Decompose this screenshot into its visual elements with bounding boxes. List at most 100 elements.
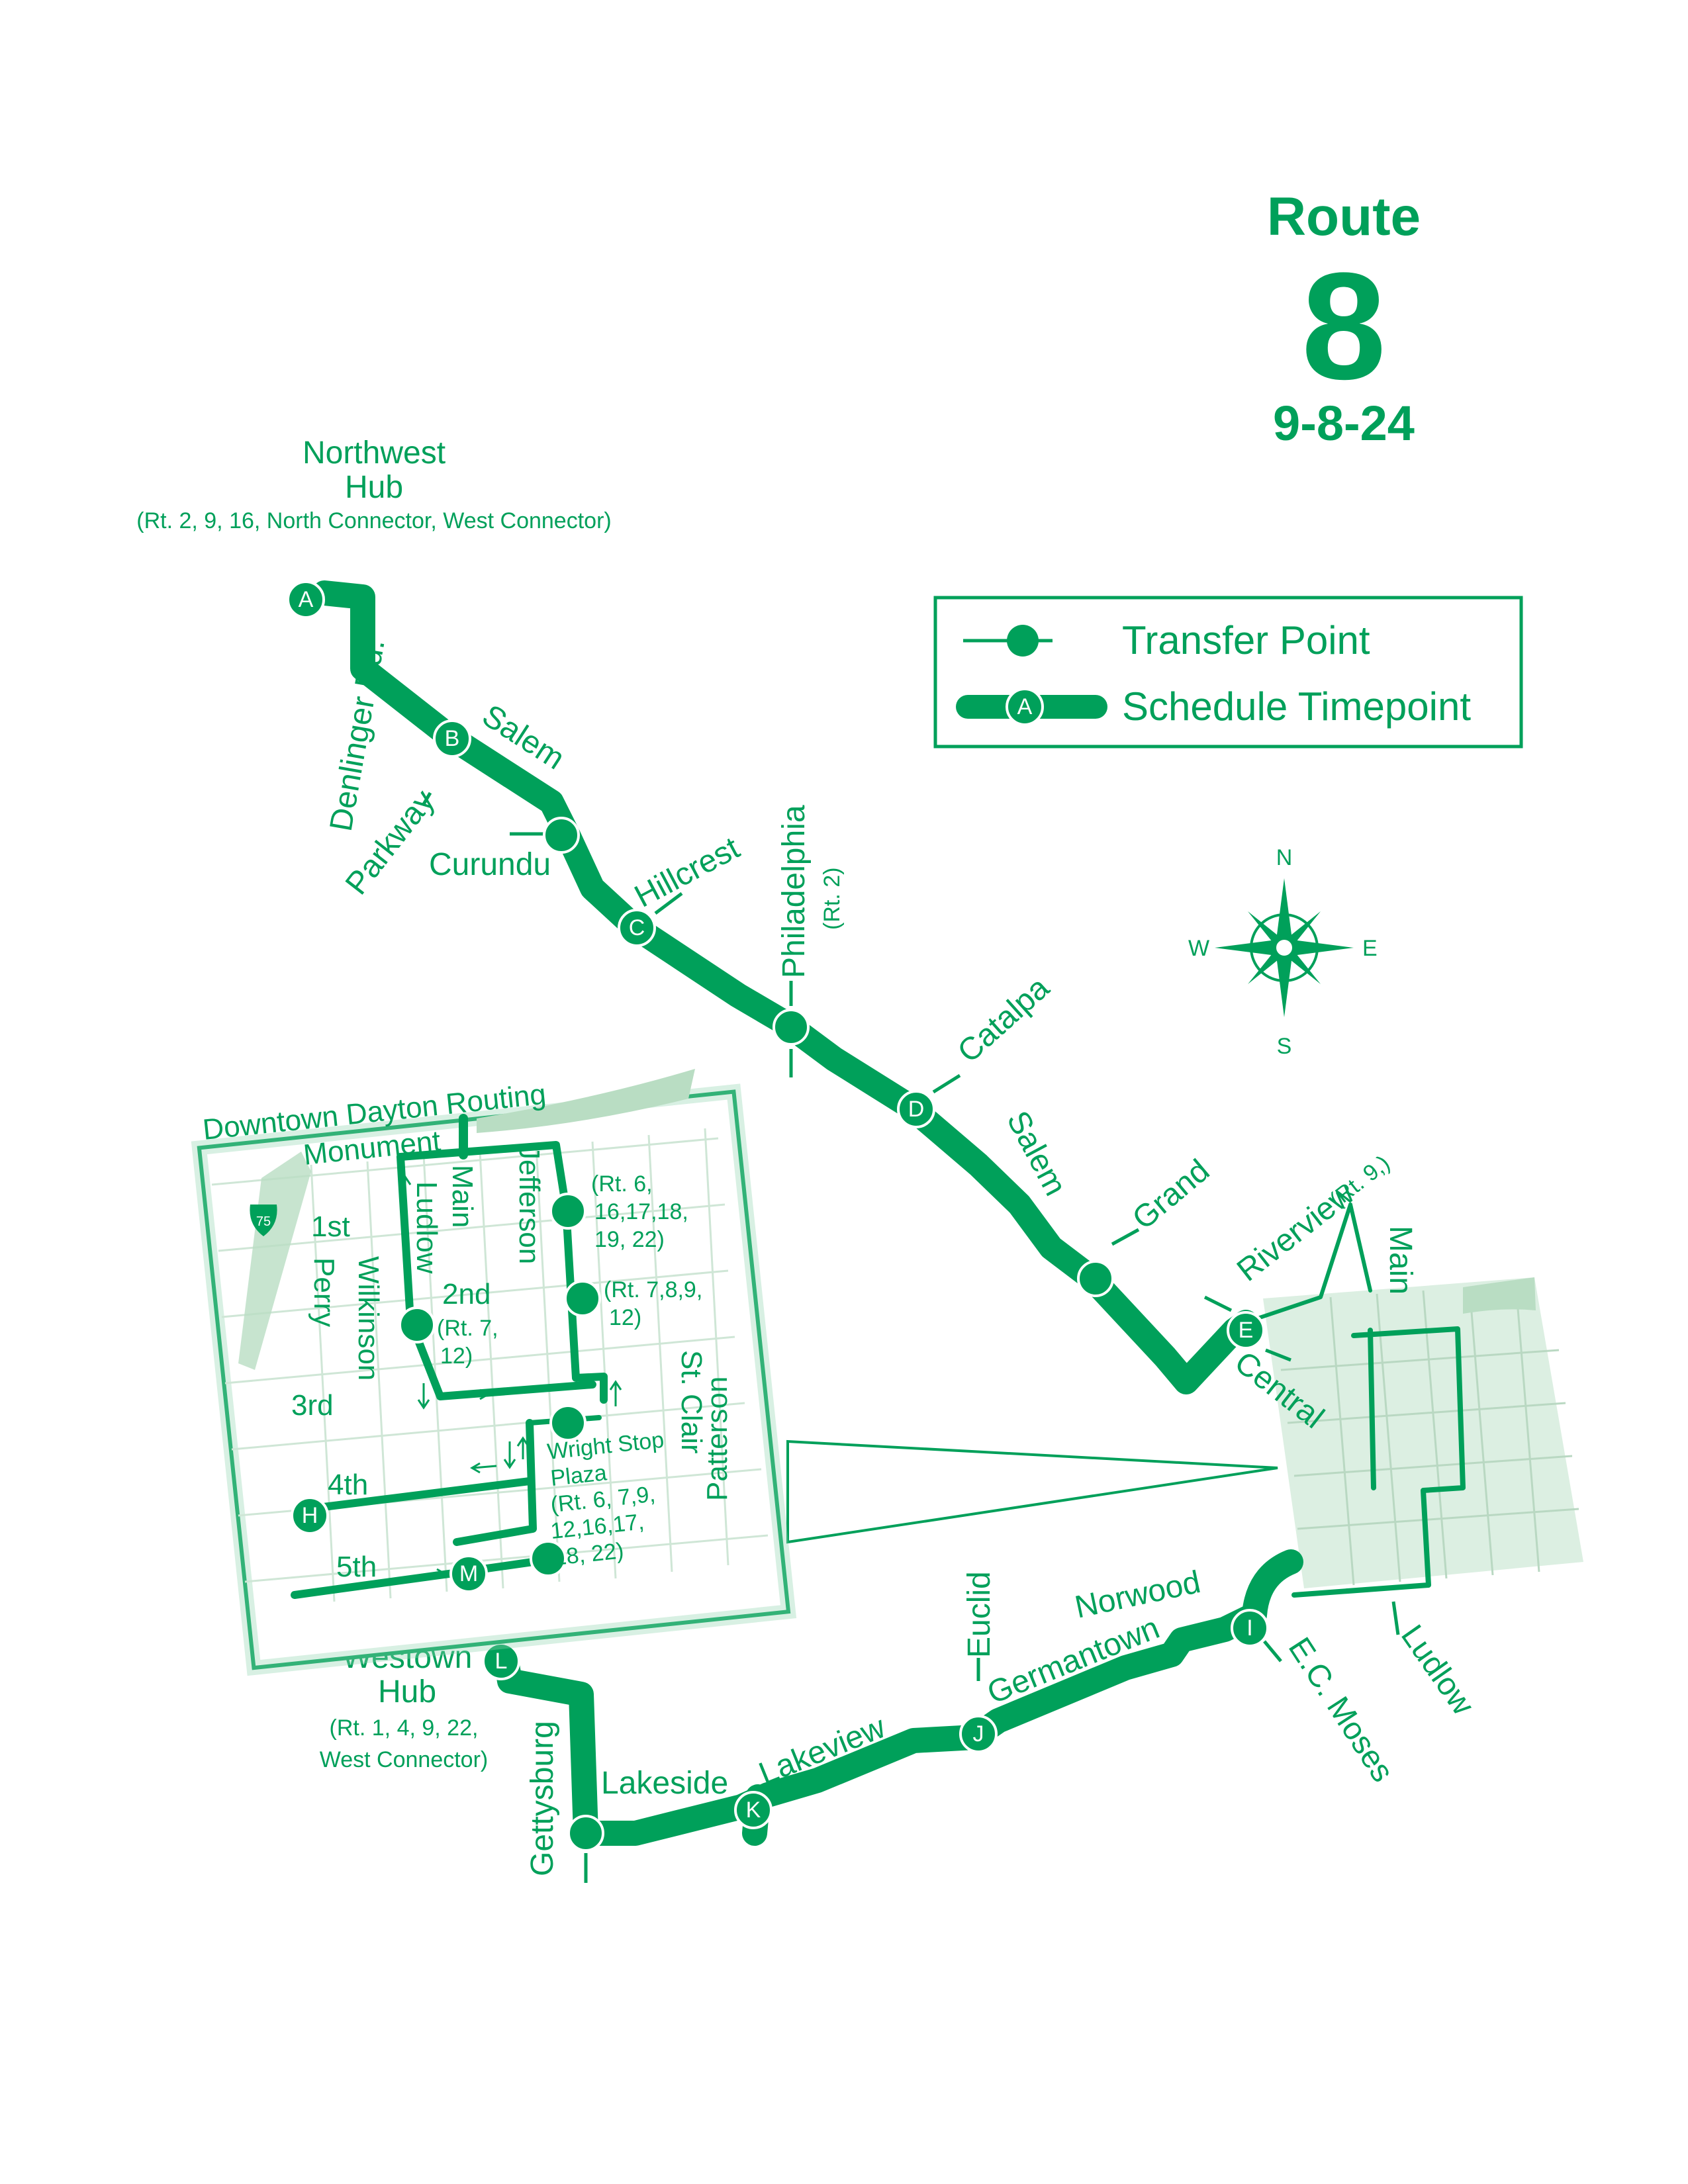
route-main-north	[1348, 1203, 1372, 1293]
legend-timepoint-label: Schedule Timepoint	[1122, 684, 1471, 729]
svg-text:L: L	[495, 1649, 508, 1674]
transfer-point-wright-stop[interactable]	[549, 1404, 586, 1441]
inset-5th: 5th	[336, 1551, 377, 1583]
inset-wright-stop-2: Plaza	[549, 1460, 608, 1491]
inset-jefferson-2nd-routes-2: 12)	[609, 1305, 641, 1330]
inset-3rd: 3rd	[291, 1389, 334, 1422]
street-ludlow: Ludlow	[1394, 1619, 1481, 1721]
inset-patterson: Patterson	[701, 1377, 733, 1501]
street-denlinger: Denlinger Rd.	[324, 637, 392, 834]
legend-box	[933, 596, 1523, 749]
compass-rose-icon: N S E W	[1188, 845, 1378, 1059]
svg-text:Hub: Hub	[345, 470, 403, 505]
inset-wilkinson: Wilkinson	[352, 1256, 385, 1381]
route-number: 8	[1301, 241, 1386, 411]
timepoint-a[interactable]: A	[287, 580, 325, 619]
svg-text:K: K	[746, 1797, 761, 1823]
direction-arrows	[399, 1175, 622, 1580]
svg-text:E: E	[1239, 1318, 1254, 1343]
compass-e: E	[1362, 936, 1378, 961]
legend-timepoint-letter: A	[1017, 694, 1033, 719]
timepoint-h[interactable]: H	[291, 1496, 329, 1535]
inset-main: Main	[446, 1165, 479, 1228]
inset-st-clair: St. Clair	[675, 1350, 708, 1453]
transfer-point-gettysburg[interactable]	[567, 1815, 604, 1852]
legend: Transfer Point A Schedule Timepoint	[933, 596, 1523, 749]
route-riverview	[1244, 1203, 1352, 1324]
street-catalpa: Catalpa	[951, 970, 1056, 1069]
inset-jefferson: Jefferson	[513, 1145, 545, 1264]
inset-grid	[211, 1128, 769, 1602]
timepoint-i[interactable]: I	[1231, 1609, 1269, 1647]
inset-jefferson-2nd-routes-1: (Rt. 7,8,9,	[604, 1277, 702, 1302]
street-philadelphia: Philadelphia	[776, 805, 812, 978]
cross-street-ticks	[422, 792, 1400, 1883]
svg-text:Hub: Hub	[378, 1674, 436, 1709]
downtown-grid	[1280, 1283, 1579, 1586]
downtown-area	[1263, 1277, 1583, 1588]
timepoint-b[interactable]: B	[433, 719, 471, 758]
transfer-point-curundu[interactable]	[543, 817, 580, 854]
inset-callout	[786, 1439, 1278, 1544]
street-philadelphia-routes: (Rt. 2)	[820, 868, 845, 930]
inset-highway-strip	[238, 1152, 311, 1370]
timepoint-d[interactable]: D	[897, 1090, 935, 1128]
route-downtown-ludlow	[1368, 1328, 1376, 1490]
route-date: 9-8-24	[1273, 396, 1415, 451]
inset-ludlow-2nd-routes-2: 12)	[440, 1343, 473, 1369]
svg-text:M: M	[459, 1561, 478, 1586]
street-curundu: Curundu	[429, 847, 551, 882]
inset-wright-stop-link	[453, 1419, 537, 1546]
svg-text:B: B	[445, 726, 460, 751]
street-lakeside: Lakeside	[601, 1766, 728, 1801]
street-main: Main	[1383, 1226, 1418, 1295]
legend-schedule-timepoint: A Schedule Timepoint	[956, 684, 1471, 729]
downtown-shade	[1263, 1277, 1583, 1588]
svg-text:(Rt. 1, 4, 9, 22,: (Rt. 1, 4, 9, 22,	[330, 1715, 479, 1741]
svg-text:I: I	[1246, 1615, 1252, 1641]
compass-n: N	[1276, 845, 1293, 870]
inset-loop-west	[397, 1153, 596, 1400]
svg-text:(Rt. 2, 9, 16, North Connector: (Rt. 2, 9, 16, North Connector, West Con…	[136, 508, 611, 533]
route-label: Route	[1267, 187, 1421, 247]
inset-ludlow-2nd-routes-1: (Rt. 7,	[437, 1316, 498, 1341]
timepoint-k[interactable]: K	[734, 1791, 773, 1829]
timepoint-m[interactable]: M	[449, 1555, 488, 1593]
inset-jefferson-1st-routes-3: 19, 22)	[594, 1227, 665, 1252]
route-downtown-loop	[1291, 1326, 1466, 1598]
inset-river	[477, 1069, 695, 1133]
compass-s: S	[1277, 1034, 1292, 1059]
svg-text:West Connector): West Connector)	[320, 1747, 488, 1772]
transfer-point-grand[interactable]	[1077, 1260, 1114, 1297]
timepoint-c[interactable]: C	[618, 909, 656, 947]
transfer-point-jefferson-2nd[interactable]	[564, 1280, 601, 1317]
timepoint-l[interactable]: L	[482, 1642, 520, 1680]
transfer-point-jefferson-1st[interactable]	[549, 1193, 586, 1230]
svg-text:J: J	[973, 1721, 984, 1747]
downtown-inset: 75 H M	[191, 1069, 797, 1676]
transfer-point-ludlow-2nd[interactable]	[399, 1306, 436, 1343]
timepoint-e[interactable]: E	[1227, 1311, 1265, 1349]
route-segment-south	[494, 1549, 1303, 1846]
timepoints: A B C D E I J K	[287, 580, 1269, 1829]
street-gettysburg: Gettysburg	[525, 1721, 560, 1876]
svg-text:H: H	[302, 1503, 318, 1528]
northwest-hub-label: Northwest Hub (Rt. 2, 9, 16, North Conne…	[136, 435, 611, 533]
timepoint-marker-icon	[1006, 688, 1044, 726]
svg-text:75: 75	[256, 1214, 271, 1229]
street-ec-moses: E.C. Moses	[1282, 1631, 1401, 1788]
svg-text:D: D	[908, 1097, 925, 1122]
svg-text:A: A	[299, 587, 314, 612]
legend-transfer-point: Transfer Point	[963, 618, 1370, 662]
river-park	[1463, 1277, 1536, 1314]
svg-text:C: C	[629, 915, 645, 940]
legend-transfer-label: Transfer Point	[1122, 618, 1370, 662]
timepoint-j[interactable]: J	[959, 1715, 998, 1753]
transfer-points	[543, 817, 1114, 1852]
transfer-point-5th[interactable]	[530, 1540, 567, 1577]
inset-4th: 4th	[328, 1469, 368, 1501]
inset-2nd: 2nd	[442, 1278, 491, 1310]
route-header: Route 8 9-8-24	[1267, 187, 1421, 451]
transfer-point-philadelphia[interactable]	[773, 1009, 810, 1046]
